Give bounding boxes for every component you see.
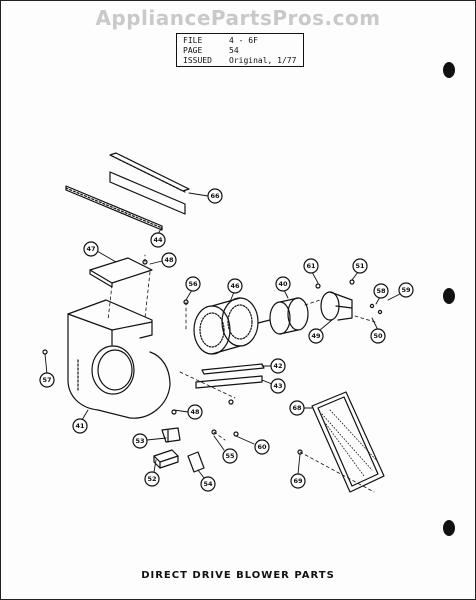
callout-52: 52: [144, 471, 160, 487]
callout-59-label: 59: [401, 286, 411, 294]
callout-40-label: 40: [278, 280, 288, 288]
callout-48-upper: 48: [161, 252, 177, 268]
callout-47-label: 47: [86, 245, 95, 253]
callout-56: 56: [185, 276, 201, 292]
alignment-lines: [107, 254, 376, 493]
callout-40: 40: [275, 276, 291, 292]
callout-60-label: 60: [257, 443, 267, 451]
callout-66: 66: [207, 188, 223, 204]
binder-hole-top: [443, 62, 455, 78]
issued-value: Original, 1/77: [229, 56, 297, 65]
callout-43-label: 43: [273, 382, 282, 390]
issued-label: ISSUED: [183, 56, 212, 65]
callout-41: 41: [72, 418, 88, 434]
callout-68-label: 68: [292, 404, 302, 412]
callout-59: 59: [398, 282, 414, 298]
callout-55-label: 55: [225, 452, 235, 460]
callout-55: 55: [222, 448, 238, 464]
callout-57-label: 57: [42, 376, 51, 384]
callout-69-label: 69: [293, 477, 303, 485]
page-label: PAGE: [183, 46, 203, 55]
page-row: PAGE 54: [183, 46, 297, 56]
callout-48-upper-label: 48: [164, 256, 174, 264]
callout-61-label: 61: [306, 262, 316, 270]
file-row: FILE 4 - 6F: [183, 36, 297, 46]
callout-44: 44: [150, 232, 166, 248]
motor-mount-part: [320, 291, 353, 321]
callout-47: 47: [83, 241, 99, 257]
callout-46-label: 46: [230, 282, 240, 290]
callout-58-label: 58: [376, 287, 386, 295]
callout-markers: 66 44 47 48 56 46 40 61 51 58 59 50 49 5…: [39, 188, 414, 492]
callout-53-label: 53: [135, 437, 144, 445]
diagram-title: DIRECT DRIVE BLOWER PARTS: [141, 570, 335, 581]
callout-46: 46: [227, 278, 243, 294]
file-info-box: FILE 4 - 6F PAGE 54 ISSUED Original, 1/7…: [176, 33, 304, 67]
callout-52-label: 52: [147, 475, 156, 483]
callout-51-label: 51: [355, 262, 365, 270]
callout-49: 49: [308, 328, 324, 344]
file-value: 4 - 6F: [229, 36, 258, 45]
clip-part: [161, 427, 181, 443]
callout-56-label: 56: [188, 280, 198, 288]
lower-rail-part: [65, 171, 186, 231]
callout-61: 61: [303, 258, 319, 274]
callout-68: 68: [289, 400, 305, 416]
callout-49-label: 49: [311, 332, 321, 340]
binder-hole-middle: [443, 288, 455, 304]
callout-42: 42: [270, 358, 286, 374]
callout-48-lower-label: 48: [190, 408, 200, 416]
callout-69: 69: [290, 473, 306, 489]
callout-60: 60: [254, 439, 270, 455]
callout-48-lower: 48: [187, 404, 203, 420]
callout-54: 54: [200, 476, 216, 492]
callout-50: 50: [370, 328, 386, 344]
callout-42-label: 42: [273, 362, 282, 370]
callout-41-label: 41: [75, 422, 85, 430]
callout-57: 57: [39, 372, 55, 388]
upper-rail-part: [109, 152, 190, 193]
callout-43: 43: [270, 378, 286, 394]
block-part: [153, 449, 179, 469]
blower-wheel-part: [193, 297, 259, 355]
callout-58: 58: [373, 283, 389, 299]
page-value: 54: [229, 46, 239, 55]
callout-54-label: 54: [203, 480, 213, 488]
motor-bracket-part: [195, 363, 265, 389]
callout-53: 53: [132, 433, 148, 449]
motor-part: [257, 297, 309, 335]
file-label: FILE: [183, 36, 203, 45]
callout-50-label: 50: [373, 332, 383, 340]
issued-row: ISSUED Original, 1/77: [183, 56, 297, 66]
tag-part: [187, 451, 205, 473]
binder-hole-bottom: [443, 520, 455, 536]
watermark-text: AppliancePartsPros.com: [95, 6, 381, 30]
leader-lines: [44, 192, 401, 479]
fasteners: [42, 259, 383, 455]
callout-44-label: 44: [153, 236, 163, 244]
callout-51: 51: [352, 258, 368, 274]
callout-66-label: 66: [210, 192, 220, 200]
filter-part: [311, 391, 385, 493]
blower-housing-part: [67, 299, 171, 419]
